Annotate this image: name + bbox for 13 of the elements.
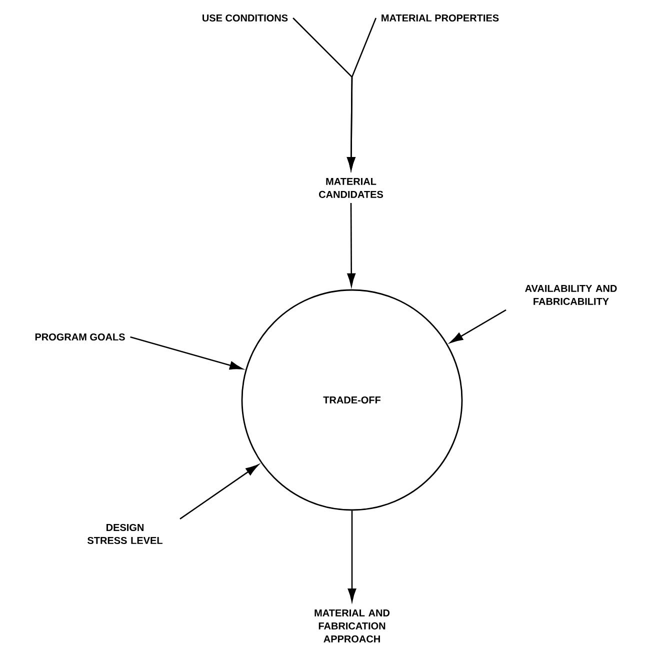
input-label: AVAILABILITY AND FABRICABILITY — [525, 285, 617, 305]
input-label: MATERIAL PROPERTIES — [382, 14, 499, 22]
arrow — [347, 202, 356, 286]
arrow — [180, 464, 259, 520]
arrow — [130, 336, 243, 370]
output-label: MATERIAL AND FABRICATION APPROACH — [314, 610, 390, 642]
input-label: PROGRAM GOALS — [35, 333, 125, 341]
arrow — [347, 18, 377, 170]
input-label: USE CONDITIONS — [202, 14, 288, 22]
arrow — [450, 309, 506, 343]
input-label: DESIGN STRESS LEVEL — [88, 524, 162, 544]
arrow — [348, 510, 356, 602]
flow-label: MATERIAL CANDIDATES — [319, 178, 384, 198]
